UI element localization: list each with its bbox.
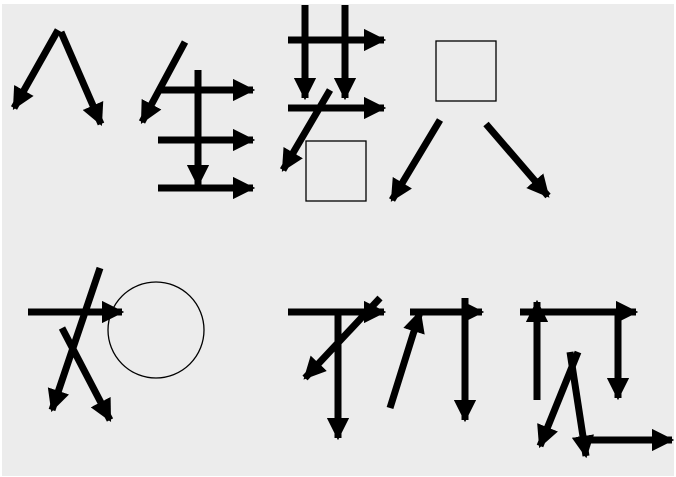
stroke-group-zheng (520, 299, 675, 459)
circle-outline (107, 281, 205, 379)
stroke-arrow (386, 309, 425, 410)
arrows-layer (10, 5, 675, 459)
square-outline (435, 40, 497, 102)
stroke-arrow (47, 266, 104, 413)
stroke-arrow (57, 30, 105, 127)
outline-shapes-layer (107, 40, 497, 379)
stroke-group-ru (28, 266, 125, 422)
stroke-arrow (138, 40, 189, 124)
stroke-arrow (302, 295, 383, 381)
stroke-arrow (483, 121, 551, 199)
stroke-group-ruo (279, 5, 387, 172)
stroke-group-ren (10, 28, 105, 127)
square-outline (305, 140, 367, 202)
stroke-arrow (10, 28, 62, 110)
stroke-arrow (388, 118, 444, 202)
stroke-group-jin (138, 40, 256, 200)
stroke-arrow (58, 326, 114, 422)
stroke-group-ba (388, 118, 551, 202)
stroke-group-yan (288, 295, 485, 441)
stroke-arrow (279, 88, 334, 172)
